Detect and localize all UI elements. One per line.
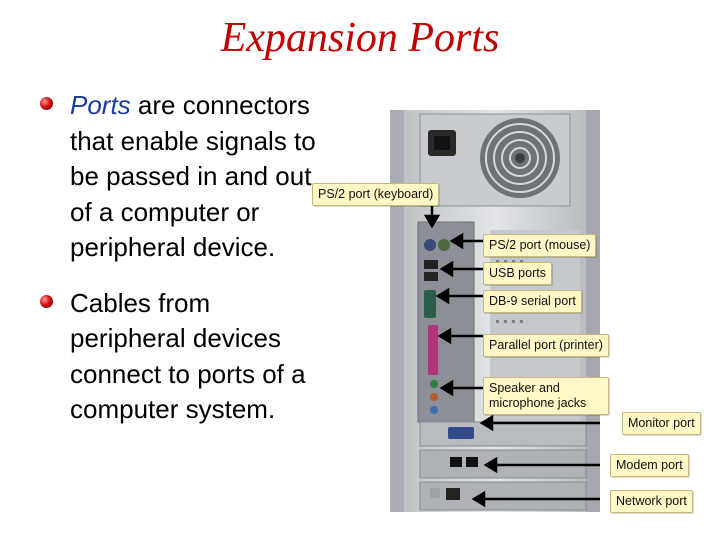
- callout-ps2-mouse: PS/2 port (mouse): [483, 234, 597, 257]
- bullet-cables: Cables from peripheral devices connect t…: [40, 286, 330, 428]
- slide-title: Expansion Ports: [220, 15, 500, 61]
- callout-modem-port: Modem port: [610, 454, 689, 477]
- callout-ps2-keyboard: PS/2 port (keyboard): [312, 183, 440, 206]
- callout-parallel-port: Parallel port (printer): [483, 334, 609, 357]
- bullet-dot-icon: [40, 294, 53, 308]
- callout-usb-ports: USB ports: [483, 262, 552, 285]
- bullet-list: Ports are connectors that enable signals…: [40, 88, 330, 428]
- callout-monitor-port: Monitor port: [622, 412, 701, 435]
- bullet-ports: Ports are connectors that enable signals…: [40, 88, 330, 266]
- bullet-dot-icon: [40, 97, 53, 110]
- bullet-text: are connectors that enable signals to be…: [70, 90, 316, 262]
- callout-speaker-jacks: Speaker and microphone jacks: [483, 377, 609, 415]
- bullet-text: Cables from peripheral devices connect t…: [70, 287, 306, 425]
- callout-network-port: Network port: [610, 490, 693, 513]
- callout-db9-serial: DB-9 serial port: [483, 290, 582, 313]
- bullet-keyword: Ports: [70, 90, 131, 120]
